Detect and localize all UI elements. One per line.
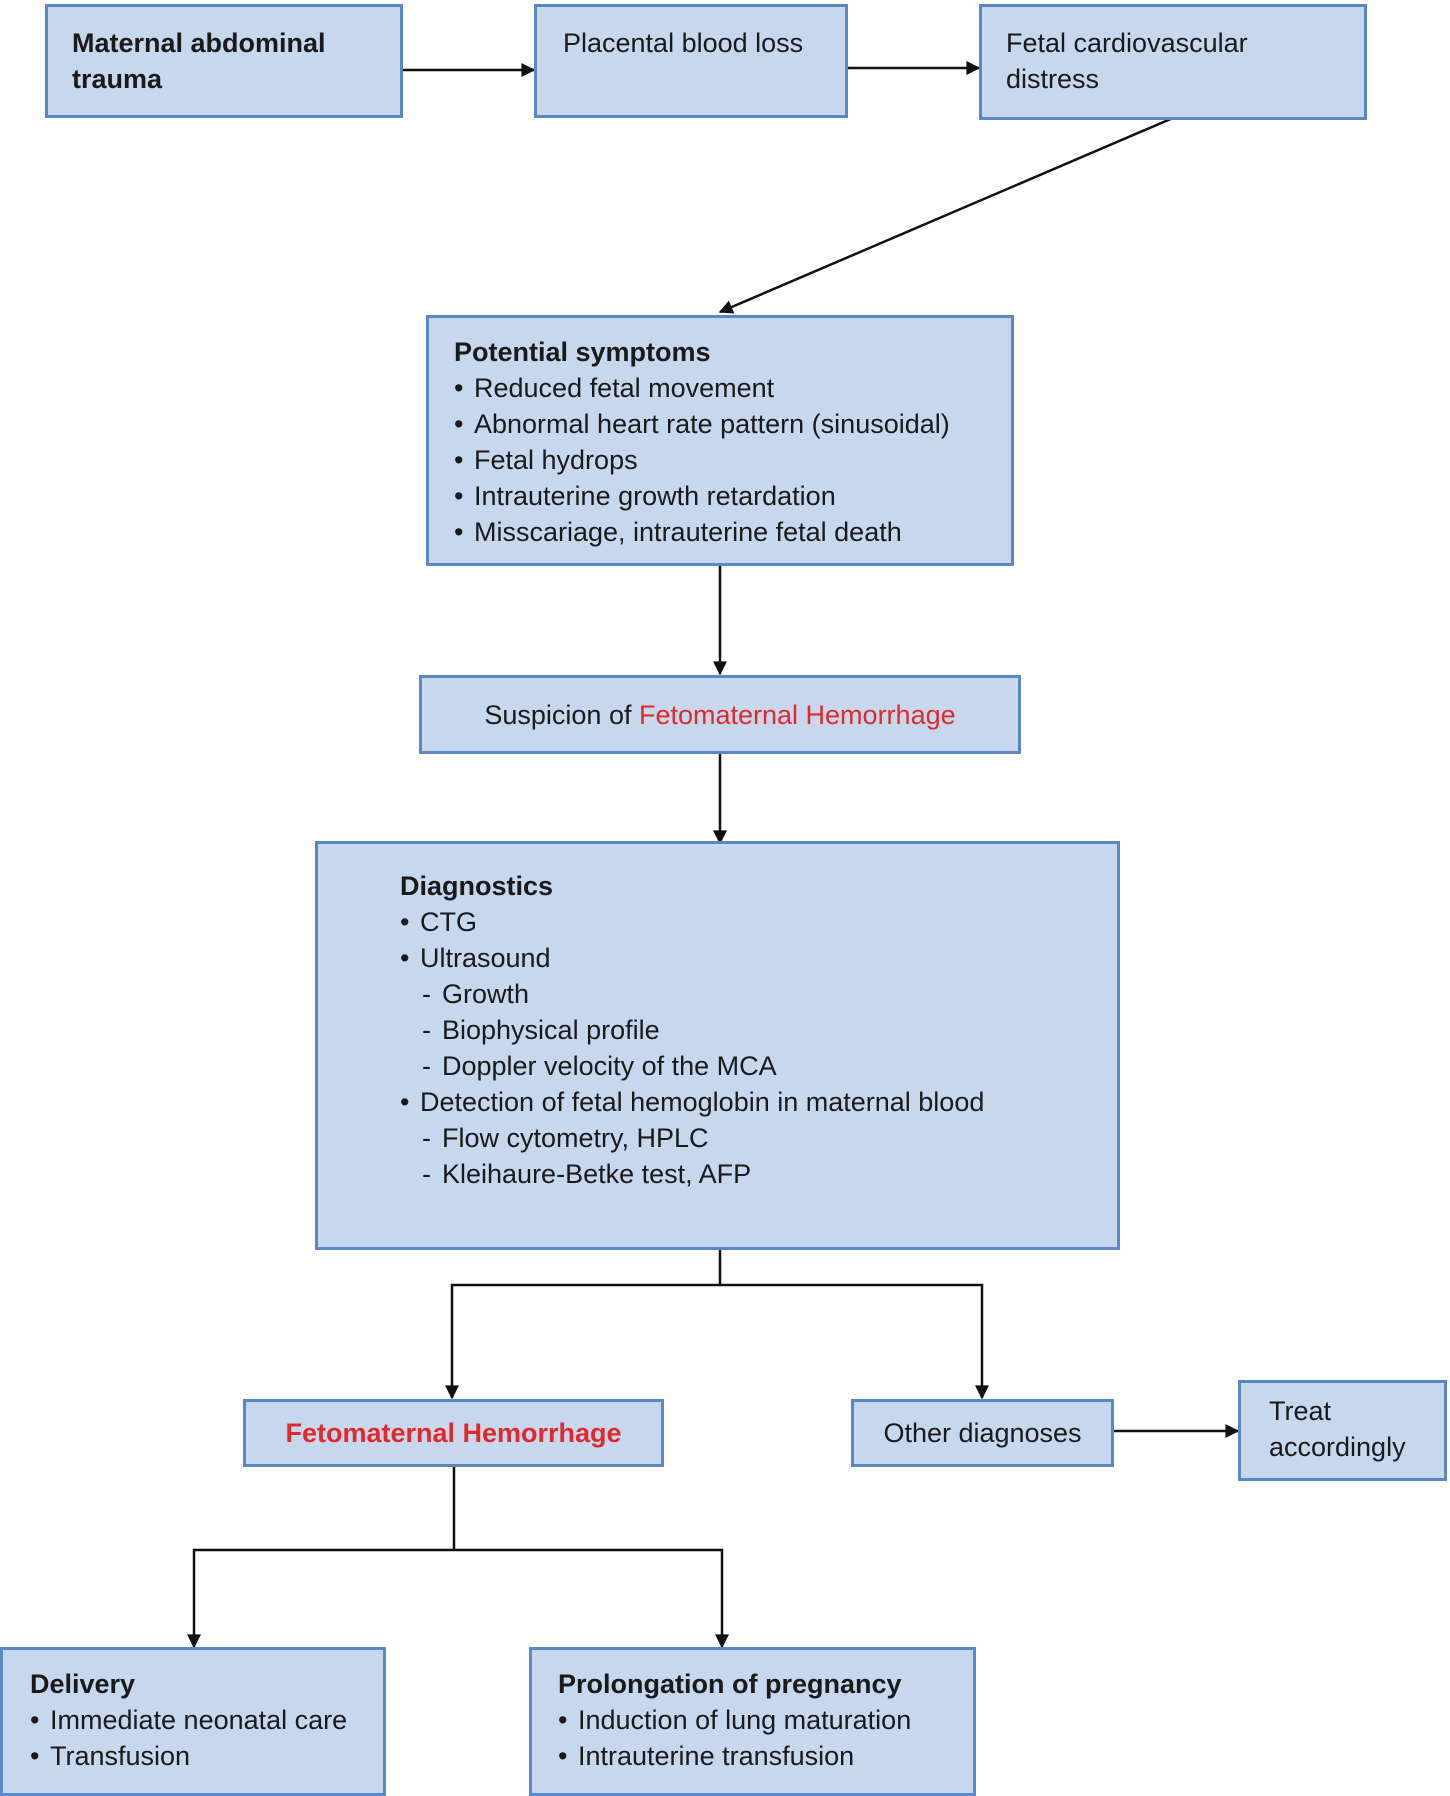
diagnostics-list: CTG Ultrasound Growth Biophysical profil… xyxy=(400,904,1107,1192)
symptoms-title: Potential symptoms xyxy=(454,337,711,367)
node-delivery: Delivery Immediate neonatal care Transfu… xyxy=(0,1647,386,1796)
list-subitem: Biophysical profile xyxy=(400,1012,1107,1048)
suspicion-label: Suspicion of Fetomaternal Hemorrhage xyxy=(484,697,955,733)
list-item: Ultrasound xyxy=(400,940,1107,976)
node-fetomaternal-hemorrhage: Fetomaternal Hemorrhage xyxy=(243,1399,664,1467)
other-text: Other diagnoses xyxy=(883,1418,1082,1448)
arrow-fmh-to-prolongation xyxy=(454,1548,729,1649)
node-maternal-abdominal-trauma: Maternal abdominal trauma xyxy=(45,4,403,118)
list-item: Misscariage, intrauterine fetal death xyxy=(454,514,1001,550)
list-subitem: Growth xyxy=(400,976,1107,1012)
list-item: Immediate neonatal care xyxy=(30,1702,373,1738)
prolongation-title: Prolongation of pregnancy xyxy=(558,1669,902,1699)
node-fetal-cardiovascular-distress: Fetal cardiovascular distress xyxy=(979,4,1367,120)
treat-text: Treat accordingly xyxy=(1269,1396,1406,1462)
fetal-distress-text: Fetal cardiovascular distress xyxy=(1006,28,1248,94)
list-item: CTG xyxy=(400,904,1107,940)
list-item: Intrauterine growth retardation xyxy=(454,478,1001,514)
list-item: Intrauterine transfusion xyxy=(558,1738,963,1774)
fmh-text: Fetomaternal Hemorrhage xyxy=(285,1418,622,1448)
list-subitem: Flow cytometry, HPLC xyxy=(400,1120,1107,1156)
prolongation-list: Induction of lung maturation Intrauterin… xyxy=(558,1702,963,1774)
symptoms-list: Reduced fetal movement Abnormal heart ra… xyxy=(454,370,1001,550)
placental-text: Placental blood loss xyxy=(563,28,804,58)
arrow-diagnostics-to-other xyxy=(720,1283,989,1400)
node-treat-accordingly: Treat accordingly xyxy=(1238,1380,1447,1481)
suspicion-highlight: Fetomaternal Hemorrhage xyxy=(638,699,956,730)
list-item: Abnormal heart rate pattern (sinusoidal) xyxy=(454,406,1001,442)
arrow-diagnostics-to-fmh xyxy=(445,1283,720,1400)
node-potential-symptoms: Potential symptoms Reduced fetal movemen… xyxy=(426,315,1014,566)
node-prolongation-of-pregnancy: Prolongation of pregnancy Induction of l… xyxy=(529,1647,976,1796)
trauma-title: Maternal abdominal trauma xyxy=(72,28,326,94)
node-suspicion: Suspicion of Fetomaternal Hemorrhage xyxy=(419,675,1021,754)
arrow-distress-to-symptoms xyxy=(718,116,1174,314)
node-placental-blood-loss: Placental blood loss xyxy=(534,4,848,118)
suspicion-prefix: Suspicion of xyxy=(484,699,639,730)
delivery-title: Delivery xyxy=(30,1669,136,1699)
list-item: Transfusion xyxy=(30,1738,373,1774)
list-item: Fetal hydrops xyxy=(454,442,1001,478)
node-other-diagnoses: Other diagnoses xyxy=(851,1399,1114,1467)
list-item: Induction of lung maturation xyxy=(558,1702,963,1738)
list-subitem: Kleihaure-Betke test, AFP xyxy=(400,1156,1107,1192)
list-item: Reduced fetal movement xyxy=(454,370,1001,406)
list-subitem: Doppler velocity of the MCA xyxy=(400,1048,1107,1084)
node-diagnostics: Diagnostics CTG Ultrasound Growth Biophy… xyxy=(315,841,1120,1250)
delivery-list: Immediate neonatal care Transfusion xyxy=(30,1702,373,1774)
diagnostics-title: Diagnostics xyxy=(400,871,554,901)
arrow-fmh-to-delivery xyxy=(187,1548,454,1649)
list-item: Detection of fetal hemoglobin in materna… xyxy=(400,1084,1107,1120)
